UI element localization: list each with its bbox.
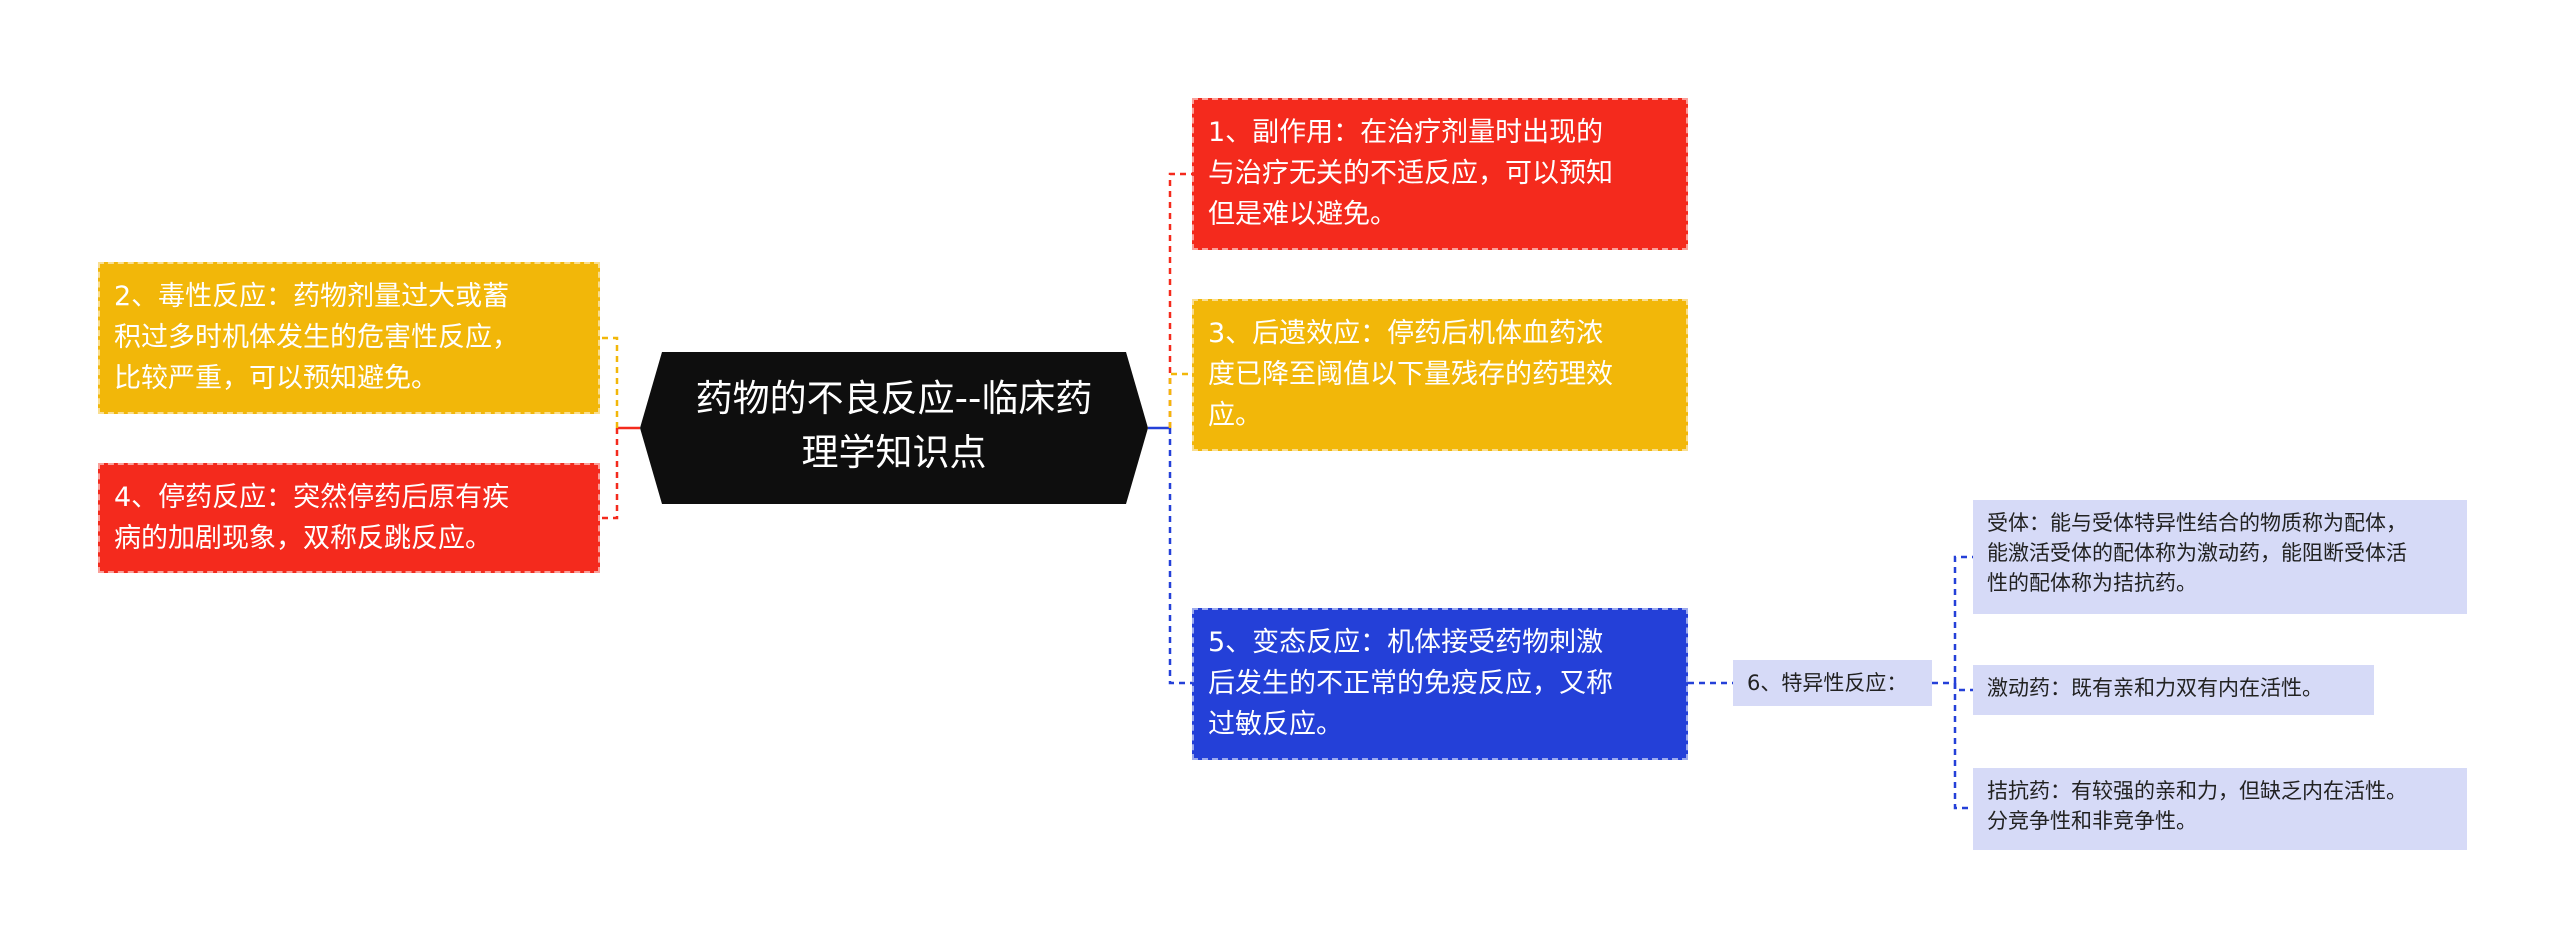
antagonist-node[interactable]: 拮抗药：有较强的亲和力，但缺乏内在活性。 分竞争性和非竞争性。	[1973, 768, 2467, 850]
connector-side-effect	[1168, 172, 1192, 428]
connector-withdrawal	[600, 428, 619, 520]
agonist-node[interactable]: 激动药：既有亲和力双有内在活性。	[1973, 665, 2374, 715]
connector-allergy	[1168, 428, 1192, 685]
antagonist-text: 拮抗药：有较强的亲和力，但缺乏内在活性。 分竞争性和非竞争性。	[1987, 779, 2407, 833]
receptor-text: 受体：能与受体特异性结合的物质称为配体， 能激活受体的配体称为激动药，能阻断受体…	[1987, 511, 2407, 595]
connector-agonist	[1953, 683, 1973, 692]
withdrawal-reaction-text: 4、停药反应：突然停药后原有疾 病的加剧现象，双称反跳反应。	[114, 482, 510, 554]
side-effect-text: 1、副作用：在治疗剂量时出现的 与治疗无关的不适反应，可以预知 但是难以避免。	[1208, 117, 1613, 230]
toxic-reaction-node[interactable]: 2、毒性反应：药物剂量过大或蓄 积过多时机体发生的危害性反应， 比较严重，可以预…	[98, 262, 600, 414]
after-effect-text: 3、后遗效应：停药后机体血药浓 度已降至阈值以下量残存的药理效 应。	[1208, 318, 1613, 431]
receptor-node[interactable]: 受体：能与受体特异性结合的物质称为配体， 能激活受体的配体称为激动药，能阻断受体…	[1973, 500, 2467, 614]
root-hexagon-shape	[640, 352, 1148, 504]
side-effect-node[interactable]: 1、副作用：在治疗剂量时出现的 与治疗无关的不适反应，可以预知 但是难以避免。	[1192, 98, 1688, 250]
root-topic[interactable]: 药物的不良反应--临床药 理学知识点	[640, 352, 1148, 504]
allergic-reaction-node[interactable]: 5、变态反应：机体接受药物刺激 后发生的不正常的免疫反应，又称 过敏反应。	[1192, 608, 1688, 760]
connector-after-effect	[1168, 372, 1192, 428]
withdrawal-reaction-node[interactable]: 4、停药反应：突然停药后原有疾 病的加剧现象，双称反跳反应。	[98, 463, 600, 573]
idiosyncratic-reaction-text: 6、特异性反应：	[1747, 671, 1908, 695]
after-effect-node[interactable]: 3、后遗效应：停药后机体血药浓 度已降至阈值以下量残存的药理效 应。	[1192, 299, 1688, 451]
connector-antagonist	[1953, 683, 1973, 810]
allergic-reaction-text: 5、变态反应：机体接受药物刺激 后发生的不正常的免疫反应，又称 过敏反应。	[1208, 627, 1613, 740]
toxic-reaction-text: 2、毒性反应：药物剂量过大或蓄 积过多时机体发生的危害性反应， 比较严重，可以预…	[114, 281, 519, 394]
agonist-text: 激动药：既有亲和力双有内在活性。	[1987, 676, 2323, 700]
connector-toxic	[600, 336, 619, 428]
root-title: 药物的不良反应--临床药 理学知识点	[695, 377, 1093, 474]
idiosyncratic-reaction-node[interactable]: 6、特异性反应：	[1733, 660, 1932, 706]
connector-receptor	[1953, 555, 1973, 683]
